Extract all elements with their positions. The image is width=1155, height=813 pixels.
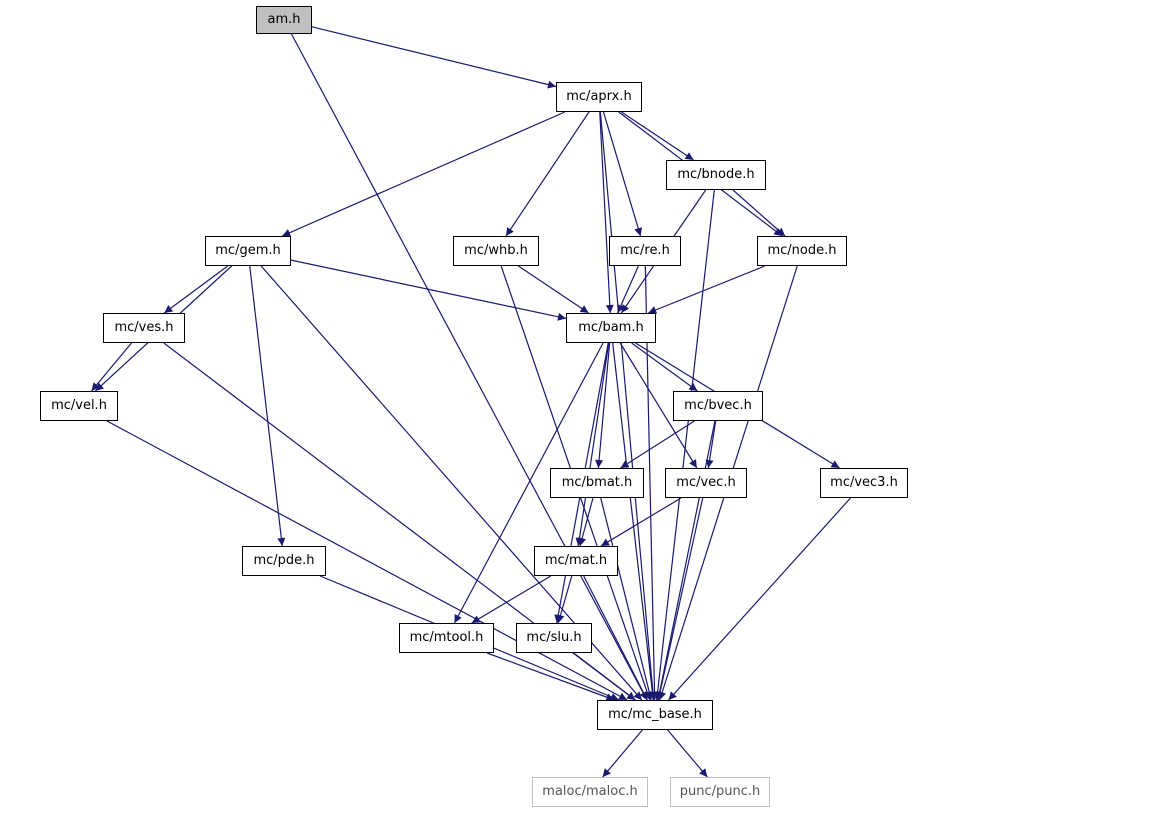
edge-vel-to-mc-base [106,420,628,701]
node-punc: punc/punc.h [670,777,770,807]
node-pde[interactable]: mc/pde.h [242,546,326,576]
node-vel[interactable]: mc/vel.h [40,391,118,421]
node-mat[interactable]: mc/mat.h [534,546,618,576]
node-bmat[interactable]: mc/bmat.h [550,468,644,498]
edge-am-to-aprx [311,26,557,89]
node-label: mc/vel.h [51,398,107,413]
edge-gem-to-ves [163,265,229,314]
node-label: mc/bnode.h [677,167,755,182]
edge-aprx-to-gem [281,111,566,237]
node-slu[interactable]: mc/slu.h [516,623,592,653]
edge-bam-to-bvec [631,342,698,392]
node-label: mc/vec3.h [830,475,898,490]
edge-node-to-bam [647,265,766,314]
node-aprx[interactable]: mc/aprx.h [556,82,642,112]
edge-vec-to-mat [600,497,682,547]
node-label: punc/punc.h [679,784,761,799]
edge-mat-to-mtool [471,575,552,624]
node-vec3[interactable]: mc/vec3.h [820,468,908,498]
edge-bnode-to-mc-base [653,189,715,701]
node-label: mc/re.h [620,243,670,258]
node-label: mc/bmat.h [561,475,633,490]
edge-aprx-to-bam [599,111,614,314]
edge-ves-to-vel [91,342,132,392]
edge-vec3-to-mc-base [668,497,851,701]
node-label: am.h [267,12,301,27]
edge-vec-to-mc-base [656,497,704,701]
edge-bam-to-mat [575,342,610,547]
node-re[interactable]: mc/re.h [609,236,681,266]
edge-aprx-to-re [602,111,643,237]
node-label: mc/gem.h [215,243,281,258]
edge-bvec-to-vec [705,420,717,469]
node-label: maloc/maloc.h [542,784,638,799]
edge-aprx-to-whb [505,111,590,237]
edge-bmat-to-mc-base [600,497,654,701]
edge-bmat-to-mat [578,497,594,547]
edge-mc-base-to-punc [667,729,708,778]
node-label: mc/bvec.h [684,398,752,413]
node-am: am.h [256,6,312,34]
node-label: mc/pde.h [253,553,315,568]
edge-aprx-to-mc-base [599,111,657,701]
node-ves[interactable]: mc/ves.h [103,313,185,343]
node-whb[interactable]: mc/whb.h [453,236,539,266]
edge-bam-to-vec [619,342,698,469]
edge-whb-to-bam [518,265,589,314]
node-label: mc/mat.h [544,553,608,568]
node-mc-base[interactable]: mc/mc_base.h [597,700,713,730]
node-label: mc/ves.h [114,320,174,335]
edge-bam-to-bmat [595,342,611,469]
node-label: mc/aprx.h [566,89,632,104]
edge-mtool-to-mc-base [486,652,615,701]
node-label: mc/bam.h [578,320,644,335]
node-label: mc/node.h [767,243,837,258]
edge-am-to-mc-base [290,33,648,701]
edge-bam-to-mc-base [612,342,657,701]
node-label: mc/mtool.h [409,630,484,645]
edge-bnode-to-node [732,189,786,237]
node-label: mc/vec.h [676,475,736,490]
edge-mat-to-mc-base [583,575,648,701]
edge-bvec-to-bmat [620,420,695,469]
edge-bvec-to-mc-base [655,420,716,701]
node-vec[interactable]: mc/vec.h [665,468,747,498]
node-bvec[interactable]: mc/bvec.h [673,391,763,421]
node-bnode[interactable]: mc/bnode.h [666,160,766,190]
edge-mat-to-slu [556,575,573,624]
node-maloc: maloc/maloc.h [532,777,648,807]
node-node[interactable]: mc/node.h [757,236,847,266]
edge-mc-base-to-maloc [602,729,643,778]
node-bam[interactable]: mc/bam.h [566,313,656,343]
edge-re-to-bam [617,265,639,314]
node-mtool[interactable]: mc/mtool.h [399,623,494,653]
edge-gem-to-pde [249,265,286,547]
node-gem[interactable]: mc/gem.h [205,236,291,266]
node-label: mc/whb.h [464,243,528,258]
edge-bam-to-mtool [453,342,604,624]
edge-slu-to-mc-base [573,652,636,701]
edge-gem-to-bam [290,259,567,321]
edge-aprx-to-bnode [621,111,694,161]
node-label: mc/slu.h [526,630,582,645]
node-label: mc/mc_base.h [608,707,702,722]
